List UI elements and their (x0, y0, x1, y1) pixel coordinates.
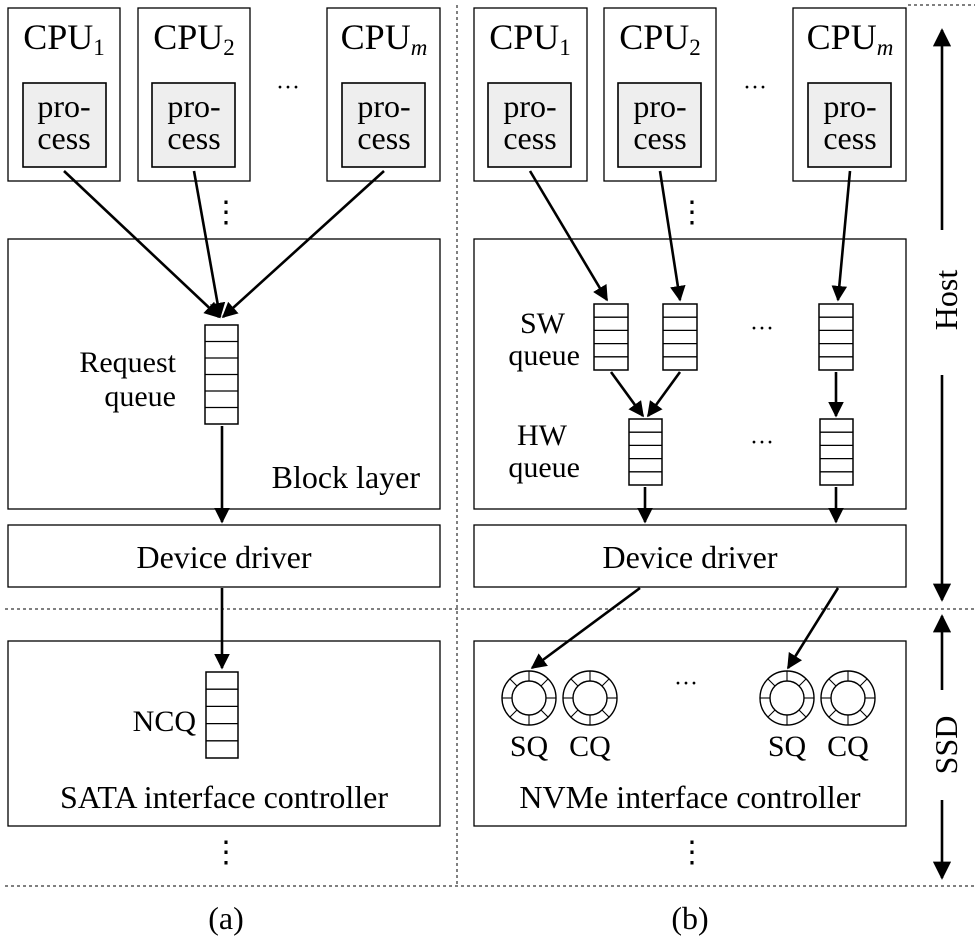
queue-pair-ellipsis: ··· (674, 671, 698, 697)
sq-ring-m (759, 670, 815, 726)
device-driver-box-b (473, 524, 907, 588)
process-label-line2: cess (823, 120, 876, 156)
sw-queue-1 (593, 303, 629, 371)
cq-ring-m (820, 670, 876, 726)
arrows-a (63, 170, 385, 670)
arrows-b (528, 170, 852, 670)
nvme-controller-box (473, 640, 907, 827)
cpu-box-b2: CPU2 pro- cess (603, 7, 717, 182)
hw-queue-1 (628, 418, 663, 486)
device-driver-label-a: Device driver (136, 539, 311, 575)
arrow (831, 170, 852, 302)
sw-queue-2 (662, 303, 698, 371)
request-queue (204, 324, 239, 425)
process-label-line2: cess (633, 120, 686, 156)
cq-label-m: CQ (827, 730, 869, 763)
hw-queue-label-line1: HW (517, 419, 568, 452)
host-label: Host (928, 270, 964, 331)
process-label-line2: cess (503, 120, 556, 156)
arrow (786, 587, 840, 670)
sq-ring-1 (501, 670, 557, 726)
cpu-label: CPU1 (23, 17, 105, 60)
cpu-label: CPU2 (619, 17, 701, 60)
process-label-line1: pro- (357, 88, 410, 124)
arrow (658, 170, 686, 302)
nvme-controller-label: NVMe interface controller (519, 779, 861, 815)
sw-queue-label-line2: queue (508, 339, 580, 372)
sw-queue-label-line1: SW (520, 307, 566, 340)
process-label-line1: pro- (633, 88, 686, 124)
request-queue-label-line1: Request (79, 346, 176, 379)
ssd-label: SSD (928, 716, 964, 775)
vertical-dots: ⋮ (677, 196, 707, 229)
hw-queue-m (819, 418, 854, 486)
vertical-dots: ⋮ (211, 196, 241, 229)
process-label-line1: pro- (37, 88, 90, 124)
device-driver-box-a (7, 524, 441, 588)
ncq-label: NCQ (133, 705, 197, 738)
arrow (646, 371, 682, 418)
cq-label-1: CQ (569, 730, 611, 763)
sq-label-1: SQ (510, 730, 549, 763)
cpu-label: CPU1 (489, 17, 571, 60)
arrow (63, 170, 221, 319)
cpu-label: CPU2 (153, 17, 235, 60)
process-label-line2: cess (357, 120, 410, 156)
arrow (192, 170, 226, 319)
device-driver-label-b: Device driver (602, 539, 777, 575)
cpu-label: CPUm (341, 17, 428, 60)
cpu-box-bm: CPUm pro- cess (792, 7, 907, 182)
caption-a: (a) (208, 900, 244, 936)
hw-queue-label-line2: queue (508, 451, 580, 484)
process-label-line1: pro- (503, 88, 556, 124)
arrow (609, 371, 645, 418)
process-label-line1: pro- (823, 88, 876, 124)
cpu-label: CPUm (807, 17, 894, 60)
cpu-box-b1: CPU1 pro- cess (473, 7, 588, 182)
process-box (22, 82, 107, 168)
hw-queue-ellipsis: ··· (750, 430, 774, 456)
panel-a: CPU1 pro- cess CPU2 pro- cess ··· CPUm p… (7, 7, 441, 936)
process-box (151, 82, 236, 168)
sw-queue-ellipsis: ··· (750, 316, 774, 342)
block-layer-label: Block layer (272, 459, 421, 495)
process-box (341, 82, 426, 168)
sw-queue-m (818, 303, 854, 371)
separators (5, 4, 975, 887)
sata-controller-label: SATA interface controller (60, 779, 388, 815)
process-box (617, 82, 702, 168)
cpu-ellipsis: ··· (276, 75, 300, 101)
request-queue-label-line2: queue (104, 380, 176, 413)
process-box (807, 82, 892, 168)
process-label-line2: cess (167, 120, 220, 156)
caption-b: (b) (671, 900, 708, 936)
process-box (487, 82, 572, 168)
vertical-dots: ⋮ (211, 836, 241, 869)
vertical-dots: ⋮ (677, 836, 707, 869)
cpu-box-am: CPUm pro- cess (326, 7, 441, 182)
process-label-line1: pro- (167, 88, 220, 124)
process-label-line2: cess (37, 120, 90, 156)
panel-b: CPU1 pro- cess CPU2 pro- cess ··· CPUm p… (473, 7, 907, 936)
cpu-box-a1: CPU1 pro- cess (7, 7, 121, 182)
cpu-box-a2: CPU2 pro- cess (137, 7, 251, 182)
arrow (528, 170, 609, 302)
ncq-queue (205, 671, 239, 759)
cq-ring-1 (562, 670, 618, 726)
cpu-ellipsis: ··· (743, 75, 767, 101)
arrow (221, 170, 385, 319)
arrow (530, 586, 641, 670)
sq-label-m: SQ (768, 730, 807, 763)
side-axis: Host SSD (928, 28, 964, 880)
